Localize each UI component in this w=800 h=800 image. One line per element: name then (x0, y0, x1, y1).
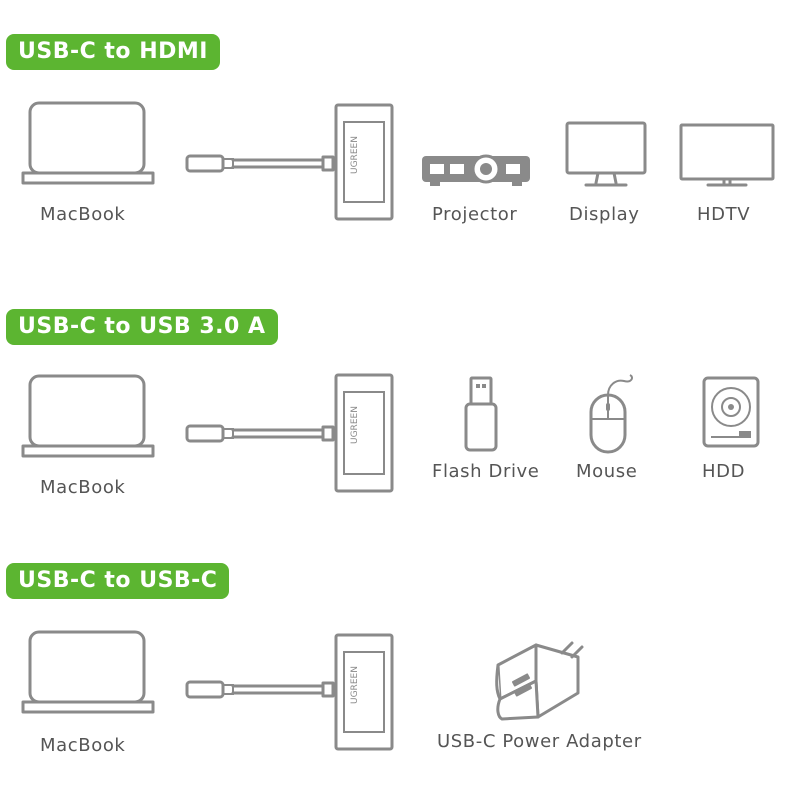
svg-text:UGREEN: UGREEN (350, 666, 360, 704)
adapter-hub-icon: UGREEN (333, 372, 395, 494)
power-adapter-icon (492, 641, 588, 723)
svg-text:UGREEN: UGREEN (350, 406, 360, 444)
laptop-icon (20, 629, 156, 715)
device-label: Display (569, 204, 640, 225)
source-label: MacBook (40, 735, 126, 756)
device-label: HDTV (697, 204, 751, 225)
projector-icon (422, 152, 530, 186)
device-label: Projector (432, 204, 518, 225)
laptop-icon (20, 100, 156, 186)
section-usb-c-to-hdmi: USB-C to HDMI MacBook UGREEN (0, 34, 800, 234)
section-usb-c-to-usb-3-0-a: USB-C to USB 3.0 A MacBook UGREEN Flash … (0, 309, 800, 509)
device-label: USB-C Power Adapter (437, 731, 642, 752)
laptop-icon (20, 373, 156, 459)
display-icon (564, 120, 648, 190)
source-label: MacBook (40, 204, 126, 225)
adapter-hub-icon: UGREEN (333, 632, 395, 752)
device-label: HDD (702, 461, 746, 482)
flash-drive-icon (463, 375, 499, 453)
section-title: USB-C to USB-C (6, 563, 230, 599)
usb-c-cable-icon (185, 678, 335, 702)
section-title: USB-C to HDMI (6, 34, 220, 70)
hdd-icon (701, 375, 761, 449)
source-label: MacBook (40, 477, 126, 498)
device-label: Mouse (576, 461, 638, 482)
adapter-hub-icon: UGREEN (333, 102, 395, 222)
mouse-icon (588, 373, 638, 455)
svg-text:UGREEN: UGREEN (350, 136, 360, 174)
section-usb-c-to-usb-c: USB-C to USB-C MacBook UGREEN US (0, 563, 800, 773)
tv-icon (678, 122, 776, 188)
usb-c-cable-icon (185, 422, 335, 446)
usb-c-cable-icon (185, 152, 335, 176)
device-label: Flash Drive (432, 461, 540, 482)
section-title: USB-C to USB 3.0 A (6, 309, 278, 345)
